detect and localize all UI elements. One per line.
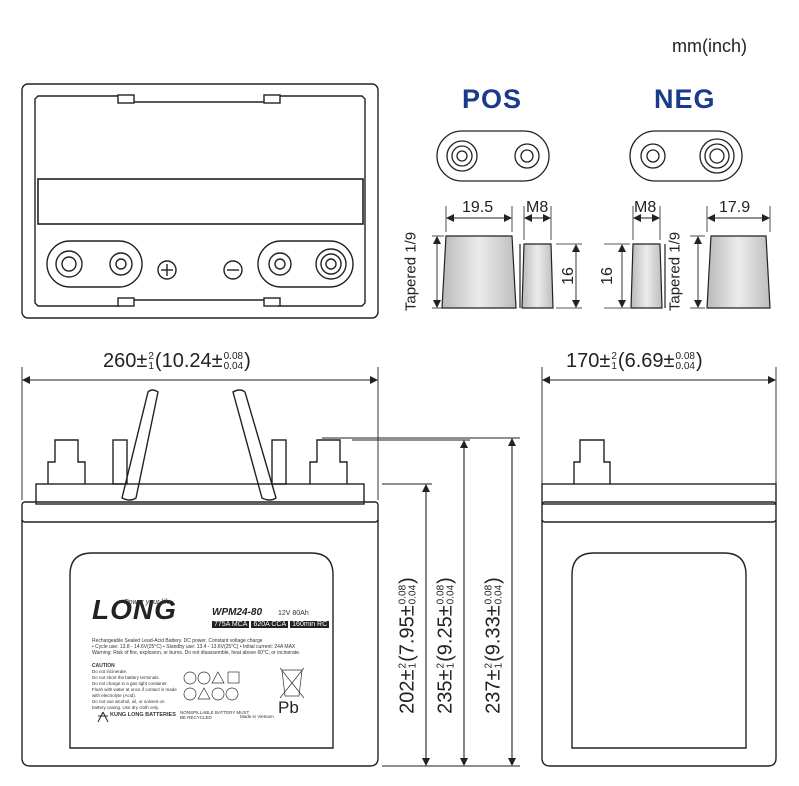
- pb-symbol: Pb: [278, 698, 299, 717]
- neg-width-label: 17.9: [719, 199, 751, 216]
- pos-height-label: 16: [560, 267, 577, 285]
- neg-taper-label: Tapered 1/9: [666, 231, 684, 312]
- recycle-note: NONSPILLABLE BATTERY MUST BE RECYCLED: [180, 710, 250, 720]
- pos-terminal-top: [436, 130, 550, 182]
- top-view: [21, 83, 379, 319]
- neg-height-label: 16: [599, 267, 616, 285]
- label-symbols: [97, 667, 305, 723]
- pos-title: POS: [462, 84, 523, 114]
- spec-badge: 160min RC: [290, 621, 330, 628]
- unit-label: mm(inch): [672, 36, 747, 56]
- label-description: Rechargeable Sealed Lead-Acid Battery. D…: [92, 638, 301, 656]
- brand-tagline: Power your life: [124, 599, 171, 606]
- spec-badge: 775A MCA: [212, 621, 250, 628]
- height-dimension-lines: [352, 438, 520, 767]
- pos-thread-label: M8: [526, 199, 549, 216]
- spec-badges: 775A MCA 620A CCA 160min RC: [212, 621, 330, 628]
- neg-thread-label: M8: [634, 199, 657, 216]
- company-name: KUNG LONG BATTERIES: [110, 712, 176, 718]
- length-dimension-line: [21, 367, 379, 500]
- width-dimension-line: [541, 367, 777, 500]
- spec-badge: 620A CCA: [251, 621, 289, 628]
- pos-taper-label: Tapered 1/9: [402, 231, 420, 312]
- neg-title: NEG: [654, 84, 716, 114]
- pos-terminal-profile: [432, 206, 582, 309]
- neg-terminal-top: [629, 130, 743, 182]
- brand-logo: LONG: [92, 594, 177, 625]
- origin-note: Made in Vietnam: [240, 714, 274, 719]
- neg-terminal-profile: [604, 206, 771, 309]
- caution-box: CAUTION Do not incinerate. Do not short …: [92, 663, 177, 710]
- side-view: [541, 439, 777, 767]
- rating: 12V 80Ah: [278, 610, 309, 617]
- pos-width-label: 19.5: [462, 199, 494, 216]
- front-view: [21, 389, 520, 767]
- model-number: WPM24-80: [212, 607, 263, 618]
